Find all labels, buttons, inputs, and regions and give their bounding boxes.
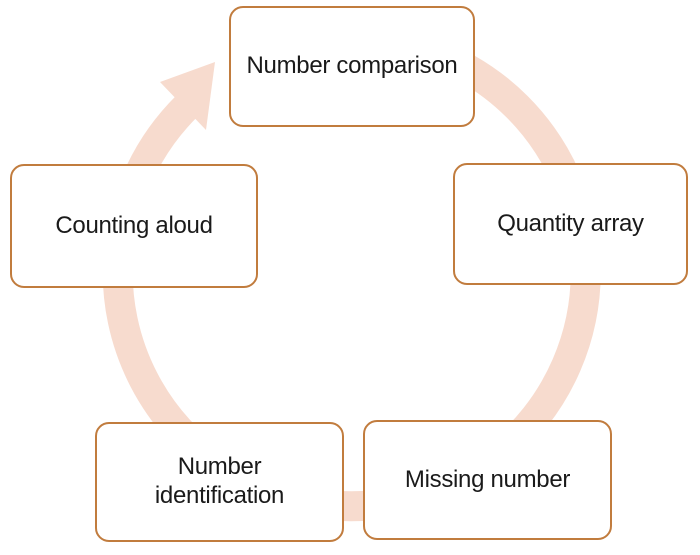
node-quantity-array: Quantity array: [453, 163, 688, 285]
node-label: Number identification: [154, 453, 285, 509]
node-label: Missing number: [404, 465, 571, 493]
node-number-comparison: Number comparison: [229, 6, 475, 127]
node-missing-number: Missing number: [363, 420, 612, 540]
node-label: Counting aloud: [55, 211, 213, 239]
node-number-identification: Number identification: [95, 422, 344, 542]
node-label: Number comparison: [246, 52, 458, 80]
node-counting-aloud: Counting aloud: [10, 164, 258, 288]
cycle-arrow-head-icon: [160, 62, 215, 130]
node-label: Quantity array: [497, 209, 644, 237]
